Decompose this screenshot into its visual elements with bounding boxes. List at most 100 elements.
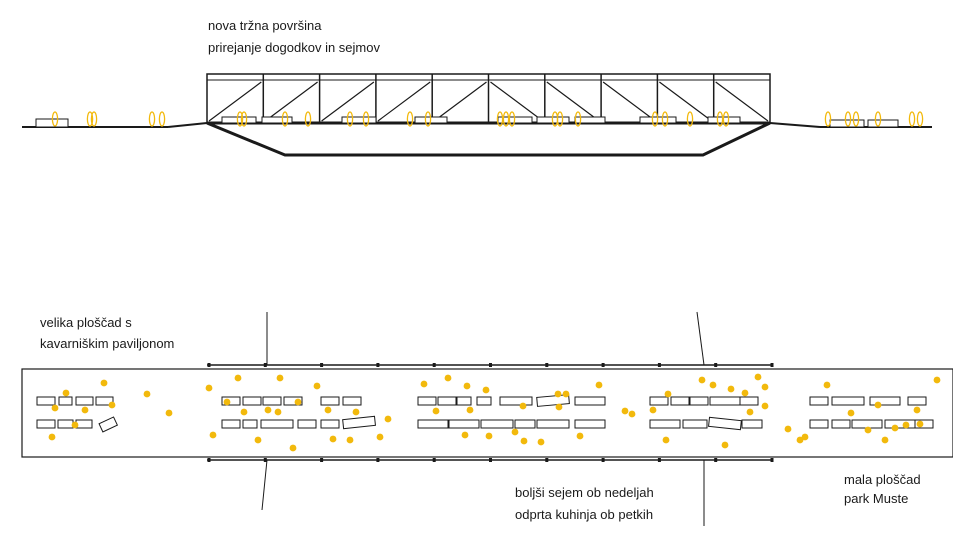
- person-figure: [844, 111, 852, 127]
- person-dot: [420, 380, 428, 388]
- person-dot: [784, 425, 792, 433]
- stall: [36, 396, 56, 406]
- stall: [499, 396, 533, 406]
- section-label-line1: nova tržna površina: [208, 18, 322, 33]
- stall: [574, 419, 606, 429]
- person-dot: [741, 389, 749, 397]
- stall: [221, 396, 241, 406]
- stall: [221, 419, 241, 429]
- person-dot: [289, 444, 297, 452]
- person-dot: [823, 381, 831, 389]
- bridge-post: [263, 458, 267, 462]
- person-dot: [81, 406, 89, 414]
- stall: [682, 419, 708, 429]
- person-dot: [432, 407, 440, 415]
- truss-diagonal: [264, 81, 318, 122]
- truss-diagonal: [433, 81, 487, 122]
- market-label-line2: odprta kuhinja ob petkih: [515, 507, 653, 522]
- person-dot: [664, 390, 672, 398]
- stall: [831, 396, 865, 406]
- person-figure: [86, 111, 94, 127]
- person-dot: [662, 436, 670, 444]
- truss-diagonal: [321, 81, 375, 122]
- person-dot: [537, 438, 545, 446]
- stall: [75, 396, 94, 406]
- stall: [58, 396, 73, 406]
- big-square-label-line2: kavarniškim paviljonom: [40, 336, 174, 351]
- bridge-post: [376, 458, 380, 462]
- person-dot: [324, 406, 332, 414]
- person-dot: [649, 406, 657, 414]
- person-dot: [48, 433, 56, 441]
- stall: [884, 419, 916, 429]
- stall: [809, 419, 829, 429]
- stall: [649, 396, 669, 406]
- person-dot: [108, 401, 116, 409]
- section-view: nova tržna površina prirejanje dogodkov …: [22, 18, 932, 157]
- person-dot: [721, 441, 729, 449]
- stall: [320, 396, 340, 406]
- stall: [670, 396, 690, 406]
- stall: [480, 419, 514, 429]
- person-dot: [562, 390, 570, 398]
- stall: [708, 416, 742, 431]
- person-dot: [240, 408, 248, 416]
- person-dot: [576, 432, 584, 440]
- stall: [221, 116, 257, 124]
- person-dot: [143, 390, 151, 398]
- person-dot: [51, 404, 59, 412]
- section-label-line2: prirejanje dogodkov in sejmov: [208, 40, 380, 55]
- stall: [448, 419, 480, 429]
- person-dot: [62, 389, 70, 397]
- person-figure: [824, 111, 832, 127]
- person-dot: [264, 406, 272, 414]
- person-dot: [595, 381, 603, 389]
- stall: [242, 396, 262, 406]
- person-dot: [727, 385, 735, 393]
- person-dot: [71, 421, 79, 429]
- bridge-post: [714, 458, 718, 462]
- stall: [831, 419, 851, 429]
- person-figure: [424, 111, 432, 127]
- person-figure: [240, 111, 248, 127]
- person-dot: [796, 436, 804, 444]
- person-dot: [933, 376, 941, 384]
- bridge-post: [657, 458, 661, 462]
- stall: [476, 396, 492, 406]
- person-figure: [556, 111, 564, 127]
- person-dot: [329, 435, 337, 443]
- stall: [342, 415, 376, 430]
- stall: [709, 396, 741, 406]
- person-dot: [352, 408, 360, 416]
- stall: [261, 116, 293, 124]
- person-dot: [376, 433, 384, 441]
- person-figure: [502, 111, 510, 127]
- stall: [741, 419, 763, 429]
- person-dot: [761, 383, 769, 391]
- person-dot: [346, 436, 354, 444]
- bridge-post: [714, 363, 718, 367]
- bridge-post: [432, 363, 436, 367]
- person-dot: [276, 374, 284, 382]
- person-dot: [801, 433, 809, 441]
- person-dot: [100, 379, 108, 387]
- stall: [574, 396, 606, 406]
- stall: [514, 419, 536, 429]
- person-figure: [406, 111, 414, 127]
- stall: [75, 419, 93, 429]
- stall: [95, 396, 114, 406]
- truss-diagonal: [490, 81, 544, 122]
- bridge-post: [770, 363, 774, 367]
- person-dot: [384, 415, 392, 423]
- stall: [98, 416, 119, 433]
- stall: [536, 394, 570, 407]
- plan-stalls: [36, 396, 934, 429]
- bridge-post: [770, 458, 774, 462]
- bridge-post: [376, 363, 380, 367]
- market-label-line1: boljši sejem ob nedeljah: [515, 485, 654, 500]
- person-dot: [709, 381, 717, 389]
- person-dot: [902, 421, 910, 429]
- bridge-post: [320, 458, 324, 462]
- person-figure: [874, 111, 882, 127]
